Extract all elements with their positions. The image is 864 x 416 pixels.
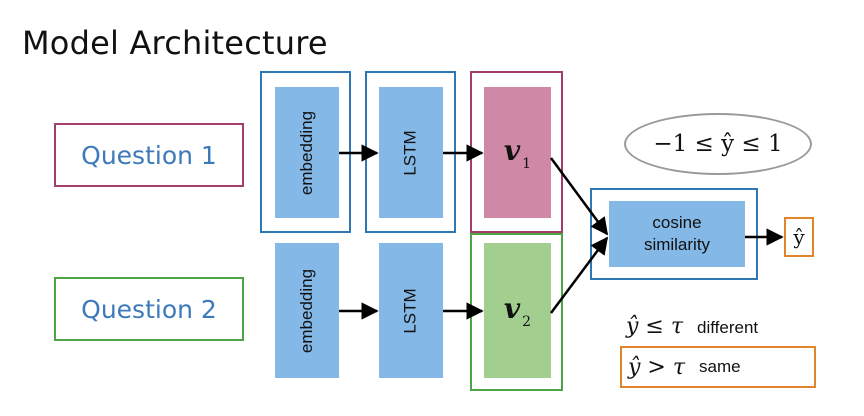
- cosine-label-line2: similarity: [643, 235, 711, 254]
- arrow-v1-cosine: [549, 157, 609, 236]
- rule-different-label: different: [697, 318, 759, 337]
- question-2-box: Question 2: [54, 277, 244, 341]
- question-1-label: Question 1: [81, 140, 217, 170]
- embedding-1-block: embedding: [275, 87, 339, 218]
- rule-different-expr: ŷ ≤ τ: [626, 314, 684, 339]
- cosine-similarity-block: cosine similarity: [609, 201, 745, 267]
- arrow-v2-cosine: [549, 236, 609, 314]
- range-label: −1 ≤ ŷ ≤ 1: [653, 131, 783, 157]
- rule-same-label: same: [699, 357, 741, 376]
- rule-same-box: ŷ > τ same: [620, 346, 816, 388]
- output-yhat-label: ŷ: [793, 225, 805, 249]
- page-title: Model Architecture: [22, 24, 328, 62]
- rule-same-expr: ŷ > τ: [628, 354, 686, 380]
- lstm-2-block: LSTM: [379, 243, 443, 378]
- question-1-box: Question 1: [54, 123, 244, 187]
- range-ellipse: −1 ≤ ŷ ≤ 1: [624, 113, 812, 175]
- question-2-label: Question 2: [81, 294, 217, 324]
- rule-different: ŷ ≤ τ different: [626, 314, 758, 339]
- cosine-label-line1: cosine: [652, 213, 702, 232]
- embedding-2-block: embedding: [275, 243, 339, 378]
- lstm-1-block: LSTM: [379, 87, 443, 218]
- output-yhat-box: ŷ: [784, 217, 814, 257]
